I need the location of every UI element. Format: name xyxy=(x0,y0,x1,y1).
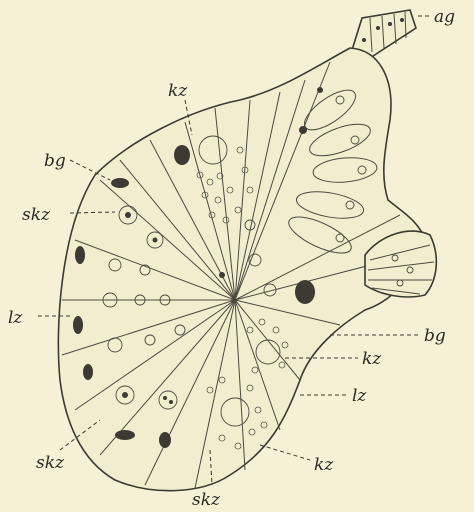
label-bg-left: bg xyxy=(44,151,66,171)
label-lz-left: lz xyxy=(8,308,23,328)
label-kz-right: kz xyxy=(362,349,382,369)
label-skz-bottom-left: skz xyxy=(36,453,65,473)
label-skz-left: skz xyxy=(22,205,51,225)
label-bg-right: bg xyxy=(424,326,446,346)
label-lz-right: lz xyxy=(352,386,367,406)
label-ag: ag xyxy=(434,7,455,27)
label-kz-top: kz xyxy=(168,81,188,101)
label-kz-bottom: kz xyxy=(314,455,334,475)
label-skz-bottom: skz xyxy=(192,490,221,510)
